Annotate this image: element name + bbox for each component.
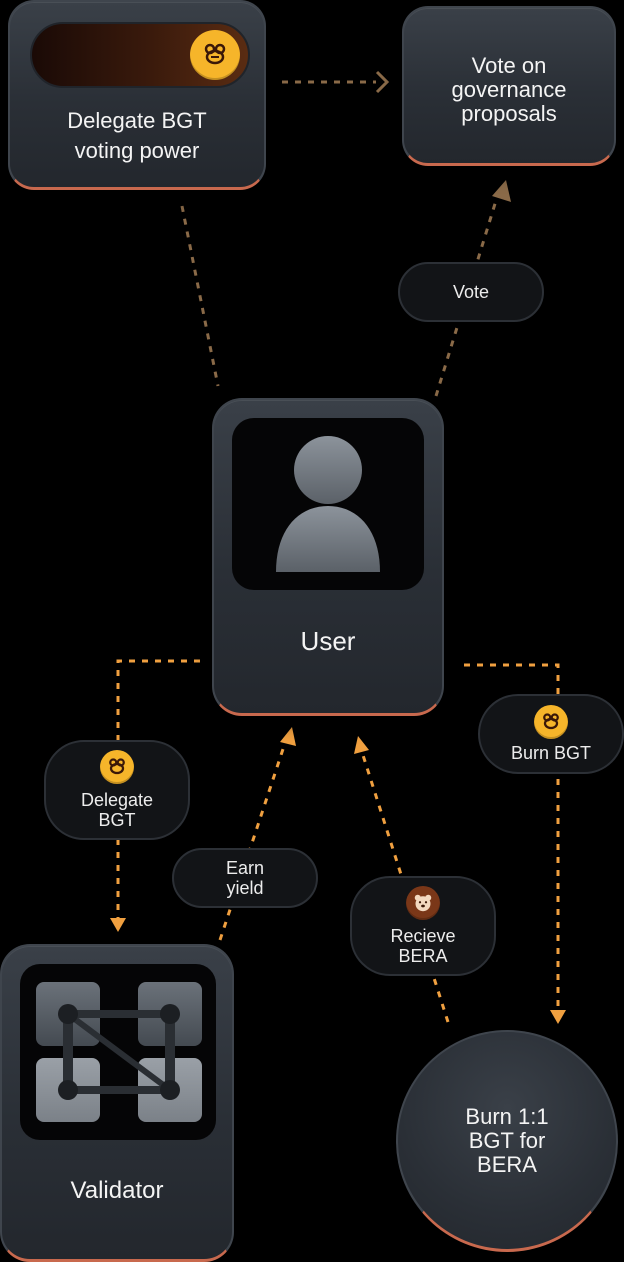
user-silhouette-icon [276,436,380,572]
edge-delegate-power-to-user [180,205,220,387]
edge-validator-to-user [218,739,288,941]
validator-card[interactable]: Validator [0,944,234,1262]
delegate-power-card[interactable]: Delegate BGT voting power [8,0,266,190]
bee-coin-icon [190,30,240,80]
user-label: User [300,626,356,656]
vote-label: Vote [452,282,490,302]
burn-label: Burn 1:1 BGT for BERA [465,1103,549,1177]
edge-delegate-to-vote-arrowhead [375,70,390,94]
edge-user-to-vote-arrowhead [492,180,511,202]
delegate-toggle[interactable] [30,22,250,88]
delegate-bgt-pill: Delegate BGT [44,740,190,840]
delegate-bgt-label: Delegate BGT [80,790,154,830]
recieve-bera-label: Recieve BERA [390,926,456,966]
recieve-bera-pill: Recieve BERA [350,876,496,976]
earn-yield-label: Earn yield [225,858,265,898]
bear-coin-icon [406,886,440,920]
burn-bgt-pill: Burn BGT [478,694,624,774]
bee-coin-icon [100,750,134,784]
edge-validator-to-user-arrowhead [280,727,296,746]
earn-yield-pill: Earn yield [172,848,318,908]
validator-icon-frame [20,964,216,1140]
edge-user-to-burn-arrowhead [550,1010,566,1024]
edge-user-to-validator [116,659,200,918]
edge-user-to-burn [464,663,560,1010]
burn-bgt-label: Burn BGT [510,743,592,763]
vote-pill: Vote [398,262,544,322]
user-card[interactable]: User [212,398,444,716]
vote-proposals-label: Vote on governance proposals [451,53,567,126]
user-avatar-frame [232,418,424,590]
burn-node[interactable]: Burn 1:1 BGT for BERA [396,1030,618,1252]
edge-user-to-validator-arrowhead [110,918,126,932]
bee-coin-icon [534,705,568,739]
edge-burn-to-user [360,751,450,1023]
validator-grid-icon [36,982,202,1122]
validator-label: Validator [70,1177,164,1204]
vote-proposals-card[interactable]: Vote on governance proposals [402,6,616,166]
delegate-power-label: Delegate BGT voting power [67,108,207,163]
edge-burn-to-user-arrowhead [354,736,369,754]
